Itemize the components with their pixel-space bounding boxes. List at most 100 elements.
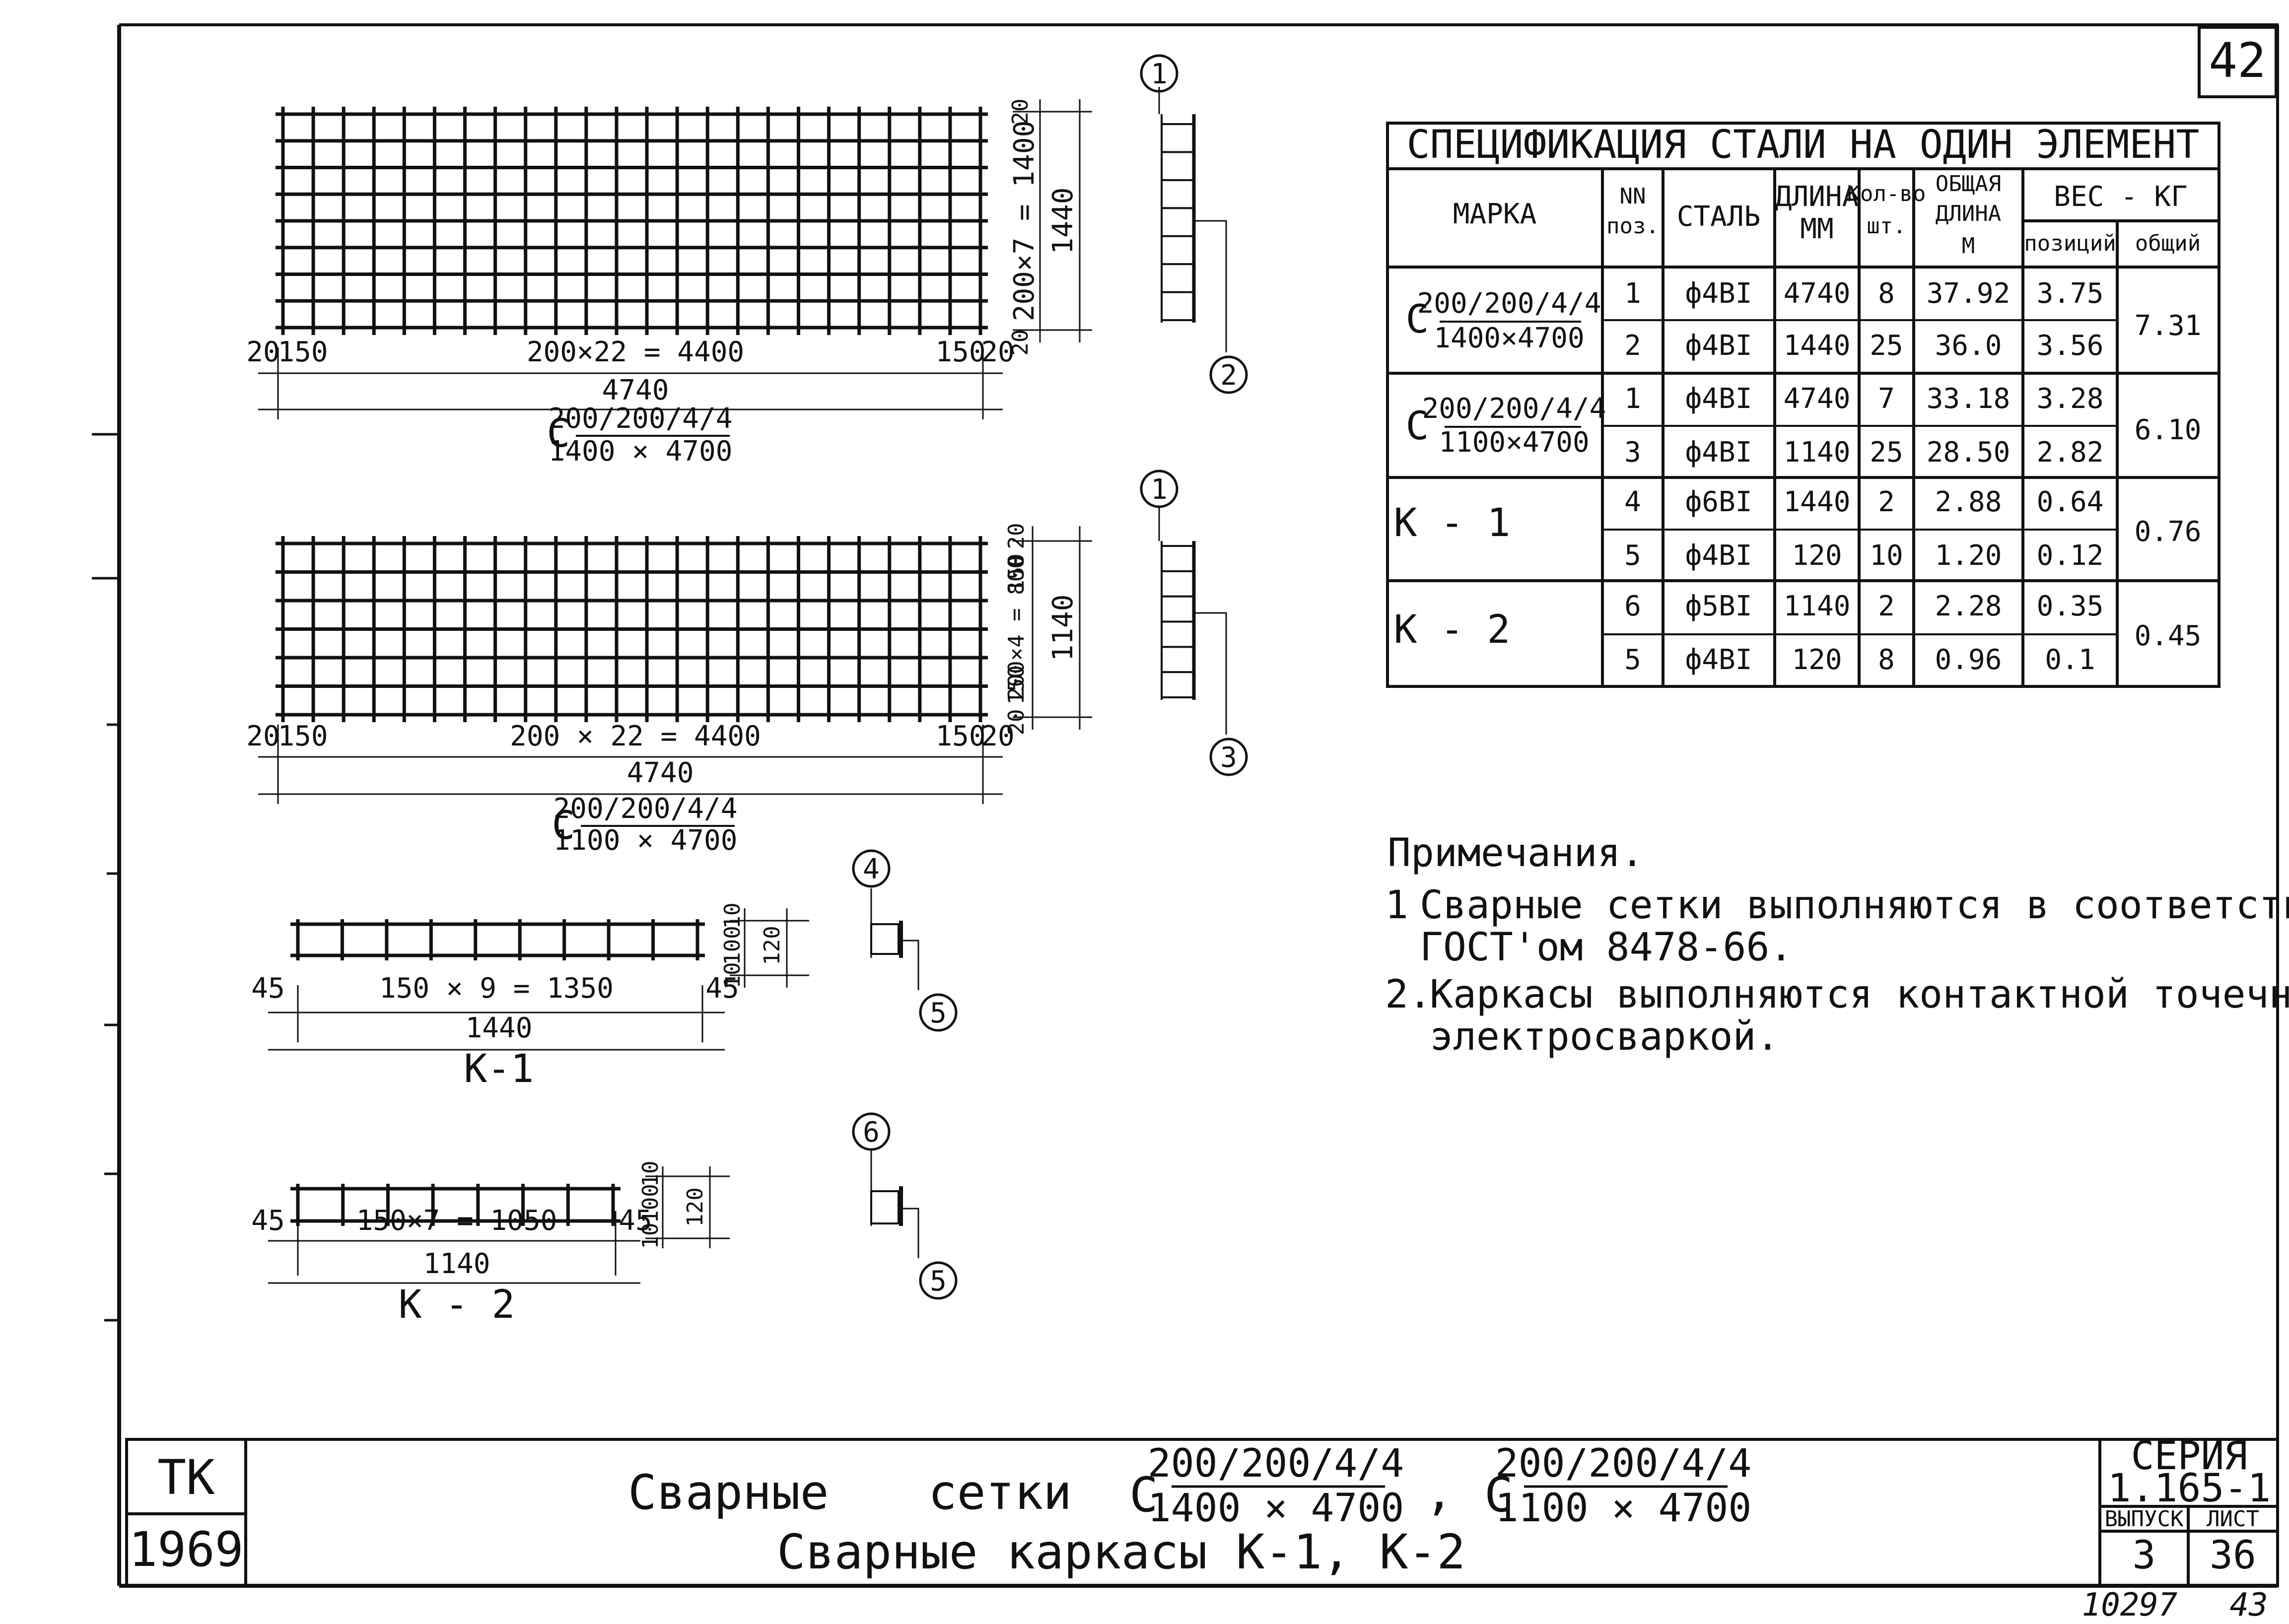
note1-line1: Сварные сетки выполняются в соответствии… (1420, 883, 2289, 928)
mesh2-dim-right-edge: 20 (981, 720, 1014, 752)
spec-cell-pos: 1 (1624, 383, 1641, 415)
spec-cell-steel: ф4ВI (1685, 383, 1752, 415)
spec-cell-pos: 4 (1624, 486, 1641, 518)
mesh2-dim-right-inner: 150 (935, 720, 985, 752)
k2-dim-right: 45 (619, 1205, 652, 1237)
spec-cell-weight: 0.64 (2037, 486, 2104, 518)
spec-cell-length: 1440 (1784, 486, 1851, 518)
page-number: 42 (2209, 33, 2266, 88)
k2-dim-left: 45 (251, 1205, 284, 1237)
spec-cell-steel: ф6ВI (1685, 486, 1752, 518)
mesh2-dim-left-inner: 150 (277, 720, 328, 752)
spec-cell-steel: ф4ВI (1685, 330, 1752, 362)
spec-cell-steel: ф5ВI (1685, 590, 1752, 622)
spec-cell-total: 2.88 (1935, 486, 2002, 518)
hdr-steel: СТАЛЬ (1677, 201, 1761, 233)
title-m1-num: 200/200/4/4 (1148, 1441, 1404, 1486)
issue-value: 3 (2133, 1533, 2156, 1578)
k2-label: К - 2 (399, 1283, 515, 1327)
mesh1-dim-left-inner: 150 (277, 336, 328, 368)
spec-cell-weight-total: 6.10 (2135, 414, 2202, 446)
spec-cell-length: 1140 (1784, 436, 1851, 469)
mesh2-v-top2: 150 (1004, 553, 1029, 593)
spec-cell-weight: 3.75 (2037, 277, 2104, 310)
mesh-1-drawing: 20 150 200×22 = 4400 150 20 4740 С 200/2… (246, 99, 1092, 468)
spec-cell-pos: 5 (1624, 540, 1641, 572)
mesh2-v-mid: 200×4 = 800 (1004, 555, 1029, 700)
spec-cell-weight-total: 7.31 (2135, 310, 2202, 342)
handwritten-number-left: 10297 (2082, 1587, 2178, 1622)
spec-cell-total: 36.0 (1935, 330, 2002, 362)
note1-num: 1 (1385, 883, 1408, 928)
note2-line2: электросваркой. (1430, 1015, 1779, 1059)
series-label: СЕРИЯ (2131, 1434, 2248, 1479)
note2-line1: Каркасы выполняются контактной точечной (1430, 972, 2289, 1017)
spec-cell-total: 0.96 (1935, 644, 2002, 676)
callout-1a: 1 (1151, 58, 1168, 90)
hdr-total-1: ОБЩАЯ (1936, 171, 2001, 197)
title-m2-num: 200/200/4/4 (1495, 1441, 1752, 1486)
title-m2-den: 1100 × 4700 (1495, 1486, 1752, 1531)
mesh2-v-bot: 20 (1004, 709, 1029, 736)
spec-cell-pos: 3 (1624, 436, 1641, 469)
frame-k2-section (852, 1112, 958, 1300)
k1-dim-left: 45 (251, 972, 284, 1005)
spec-cell-total: 2.28 (1935, 590, 2002, 622)
callout-6: 6 (863, 1116, 880, 1149)
mesh1-v-total: 1440 (1047, 188, 1079, 255)
spec-cell-pos: 6 (1624, 590, 1641, 622)
callout-5b: 5 (930, 1265, 947, 1297)
k1-v-c: 10 (720, 962, 745, 989)
series-value: 1.165-1 (2108, 1466, 2271, 1511)
mesh2-v-bot2: 150 (1004, 665, 1029, 704)
spec-cell-qty: 25 (1870, 330, 1903, 362)
spec-cell-pos: 1 (1624, 277, 1641, 310)
callout-4: 4 (863, 853, 880, 885)
spec-cell-qty: 8 (1878, 644, 1895, 676)
hdr-mark: МАРКА (1453, 198, 1537, 230)
k2-v-a: 10 (638, 1161, 663, 1187)
k1-dim-middle: 150 × 9 = 1350 (379, 972, 614, 1005)
spec-cell-qty: 2 (1878, 486, 1895, 518)
spec-cell-length: 1140 (1784, 590, 1851, 622)
spec-cell-steel: ф4ВI (1685, 540, 1752, 572)
spec-cell-weight: 0.1 (2045, 644, 2095, 676)
k1-label: К-1 (464, 1047, 534, 1091)
spec-cell-length: 4740 (1784, 383, 1851, 415)
sheet-value: 36 (2210, 1533, 2256, 1578)
hdr-qty-1: Кол-во (1847, 181, 1926, 206)
notes-title: Примечания. (1387, 831, 1644, 876)
spec-cell-qty: 25 (1870, 436, 1903, 469)
mesh-2-section (1140, 470, 1248, 776)
spec-cell-total: 28.50 (1927, 436, 2011, 469)
mesh1-label-den: 1400 × 4700 (549, 435, 733, 468)
mesh1-dim-middle: 200×22 = 4400 (527, 336, 744, 368)
spec-cell-length: 120 (1792, 540, 1842, 572)
frame-k1-bars (290, 919, 705, 960)
spec-cell-pos: 2 (1624, 330, 1641, 362)
k2-v-b: 100 (638, 1184, 663, 1223)
hdr-total-3: М (1962, 233, 1975, 259)
org-code: ТК (157, 1450, 215, 1505)
issue-label: ВЫПУСК (2105, 1506, 2184, 1532)
title-block: ТК 1969 Сварные сетки С 200/200/4/4 1400… (125, 1434, 2279, 1587)
spec-cell-total: 37.92 (1927, 277, 2011, 310)
spec-cell-weight: 0.12 (2037, 540, 2104, 572)
spec-cell-weight: 2.82 (2037, 436, 2104, 469)
mesh2-dim-middle: 200 × 22 = 4400 (510, 720, 761, 752)
title-m1-prefix: С (1129, 1467, 1158, 1523)
mesh1-label-prefix: С (547, 411, 570, 456)
callout-3: 3 (1220, 742, 1237, 774)
spec-cell-weight: 3.56 (2037, 330, 2104, 362)
page-number-box: 42 (2198, 26, 2278, 98)
mesh1-label-num: 200/200/4/4 (549, 403, 733, 435)
row2-mark-num: 200/200/4/4 (1422, 393, 1606, 425)
mesh1-dim-total: 4740 (602, 374, 669, 406)
k1-v-a: 10 (720, 903, 745, 929)
k1-dim-total: 1440 (466, 1012, 533, 1044)
spec-title: СПЕЦИФИКАЦИЯ СТАЛИ НА ОДИН ЭЛЕМЕНТ (1407, 123, 2200, 167)
mesh2-label-den: 1100 × 4700 (554, 824, 738, 857)
mesh1-dim-left-edge: 20 (246, 336, 279, 368)
